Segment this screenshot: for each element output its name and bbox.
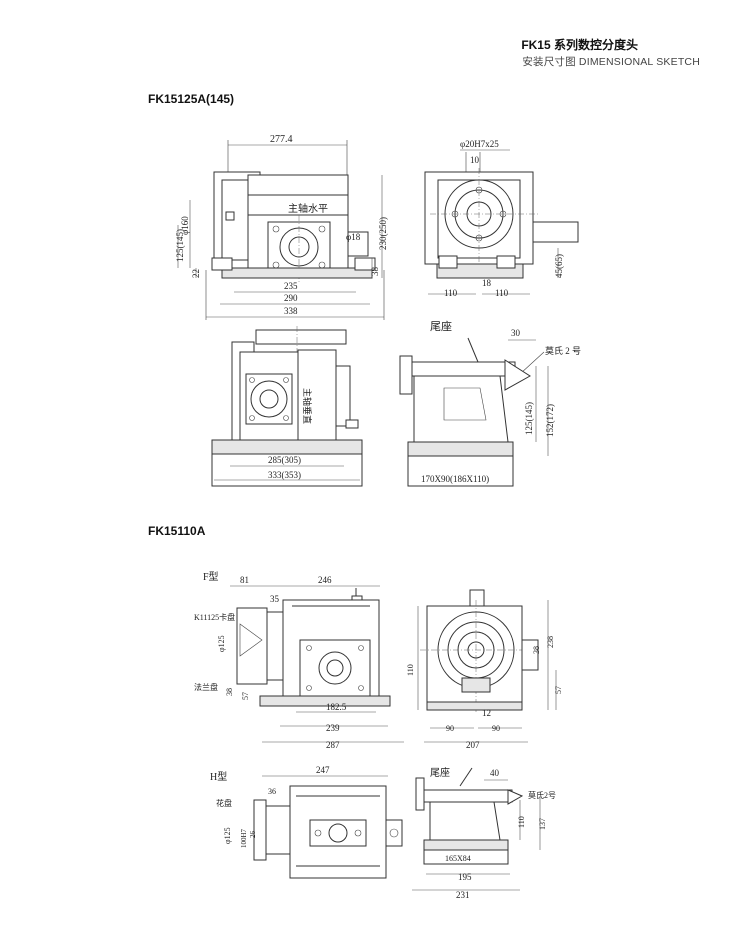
dim-277-4: 277.4 xyxy=(270,134,293,145)
dim-235: 235 xyxy=(284,281,298,291)
label-chuck-k11125: K11125卡盘 xyxy=(194,612,235,622)
dim-57-side-b: 57 xyxy=(554,686,563,694)
fk15110a-tailstock-view: 尾座 40 莫氏2号 110 137 165X84 195 231 xyxy=(412,766,556,900)
dim-38-f: 38 xyxy=(225,688,234,696)
dim-285-305: 285(305) xyxy=(268,455,301,465)
dim-195: 195 xyxy=(458,872,472,882)
dim-231: 231 xyxy=(456,890,470,900)
dim-phi160: φ160 xyxy=(180,216,190,235)
dim-38: 38 xyxy=(370,267,380,277)
fk15110a-h-view: H型 247 36 花盘 φ125 100H7 26 xyxy=(210,765,403,879)
label-flange: 法兰盘 xyxy=(194,682,218,692)
dim-40: 40 xyxy=(490,768,500,778)
dim-125-145: 125(145) xyxy=(175,229,185,262)
dim-238: 238 xyxy=(546,636,555,648)
dim-110-left: 110 xyxy=(444,288,458,298)
label-spindle-horizontal: 主轴水平 xyxy=(288,202,328,215)
section-label-fk15110a: FK15110A xyxy=(148,524,206,538)
label-tailstock-a: 尾座 xyxy=(430,319,452,333)
label-h-type: H型 xyxy=(210,770,227,783)
label-morse-2-b: 莫氏2号 xyxy=(528,790,556,800)
dim-100h7: 100H7 xyxy=(240,828,248,848)
dim-phi18: φ18 xyxy=(346,232,361,242)
label-f-type: F型 xyxy=(203,570,219,583)
dim-182-5: 182.5 xyxy=(326,702,347,712)
dim-230-250: 230(250) xyxy=(378,217,388,250)
dim-22: 22 xyxy=(191,269,201,278)
dim-26: 26 xyxy=(249,831,257,839)
label-spindle-vertical: 主轴垂直 xyxy=(302,388,313,424)
dim-81: 81 xyxy=(240,575,249,585)
dim-110-tail-b: 110 xyxy=(517,816,526,828)
dim-110-side-b: 110 xyxy=(406,664,415,676)
fk15125a-side-view: φ20H7x25 10 45(65) 110 18 110 xyxy=(424,139,579,298)
dim-338: 338 xyxy=(284,306,298,316)
dim-333-353: 333(353) xyxy=(268,470,301,480)
dim-290: 290 xyxy=(284,293,298,303)
dim-57-f: 57 xyxy=(241,692,250,700)
dim-35: 35 xyxy=(270,594,280,604)
header-title: FK15 系列数控分度头 xyxy=(521,38,638,52)
dim-45-65: 45(65) xyxy=(554,254,564,278)
dim-247: 247 xyxy=(316,765,330,775)
dim-10: 10 xyxy=(470,155,480,165)
fk15110a-side-view: 110 38 238 57 12 90 90 207 xyxy=(406,589,563,750)
label-faceplate: 花盘 xyxy=(216,798,232,808)
dim-207: 207 xyxy=(466,740,480,750)
dim-base-170x90: 170X90(186X110) xyxy=(421,474,489,484)
dim-phi125-h: φ125 xyxy=(223,827,232,844)
fk15125a-front-view: 277.4 主轴水平 φ160 125(145) 22 φ18 230(250)… xyxy=(175,134,388,320)
dim-base-165x84: 165X84 xyxy=(445,854,471,863)
dim-90-right: 90 xyxy=(492,724,500,733)
dim-phi20h7x25: φ20H7x25 xyxy=(460,139,499,149)
dim-125-145-tail: 125(145) xyxy=(524,402,534,435)
dim-phi125-f: φ125 xyxy=(217,635,226,652)
dim-137: 137 xyxy=(538,818,547,830)
section-label-fk15125a: FK15125A(145) xyxy=(148,92,235,106)
dim-287: 287 xyxy=(326,740,340,750)
dim-12: 12 xyxy=(482,708,491,718)
header-subtitle: 安装尺寸图 DIMENSIONAL SKETCH xyxy=(522,56,700,68)
dim-152-172: 152(172) xyxy=(545,404,555,437)
label-tailstock-b: 尾座 xyxy=(430,766,450,779)
dim-38-side-b: 38 xyxy=(532,646,541,654)
dim-90-left: 90 xyxy=(446,724,454,733)
fk15125a-tailstock-view: 尾座 30 莫氏 2 号 125(145) 152(172) 170X90(18… xyxy=(399,319,581,487)
fk15110a-f-view: F型 81 246 35 K11125卡盘 φ125 法兰盘 38 57 182… xyxy=(194,570,404,750)
dim-30: 30 xyxy=(511,328,521,338)
dim-36: 36 xyxy=(268,787,276,796)
fk15125a-vertical-view: 主轴垂直 285(305) 333(353) xyxy=(211,326,363,487)
dim-18-side: 18 xyxy=(482,278,492,288)
label-morse-2: 莫氏 2 号 xyxy=(545,345,581,356)
dim-246: 246 xyxy=(318,575,332,585)
dim-239: 239 xyxy=(326,723,340,733)
dim-110-right: 110 xyxy=(495,288,509,298)
